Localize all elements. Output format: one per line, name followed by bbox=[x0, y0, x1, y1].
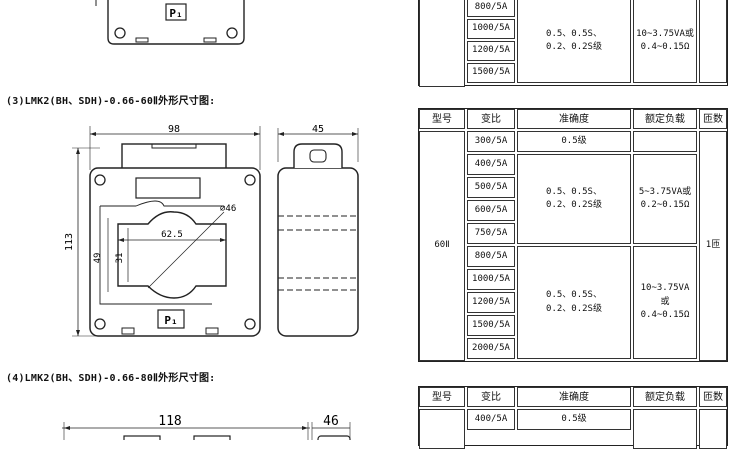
table-60-burden-300 bbox=[633, 131, 697, 152]
drawing-80-partial: 118 46 bbox=[62, 414, 351, 440]
table-60-acc-group3: 0.5、0.5S、 0.2、0.2S级 bbox=[517, 246, 631, 359]
table-header: 变比 bbox=[467, 387, 515, 407]
table-row: 1000/5A bbox=[467, 269, 515, 290]
dim-depth-80: 46 bbox=[323, 414, 339, 429]
table-row: 300/5A bbox=[467, 131, 515, 152]
dim-height-60: 113 bbox=[64, 233, 75, 251]
table-60-burden-group3: 10~3.75VA 或 0.4~0.15Ω bbox=[633, 246, 697, 359]
table-row: 1500/5A bbox=[467, 63, 515, 83]
table-header: 准确度 bbox=[517, 109, 631, 129]
table-60-burden-group2: 5~3.75VA或 0.2~0.15Ω bbox=[633, 154, 697, 244]
table-80-burden bbox=[633, 409, 697, 449]
p1-label-top: P₁ bbox=[169, 7, 182, 20]
table-row: 400/5A bbox=[467, 409, 515, 430]
table-80-turns bbox=[699, 409, 727, 449]
table-header: 型号 bbox=[419, 109, 465, 129]
dim-width-80: 118 bbox=[158, 414, 181, 429]
table-top-model-cell bbox=[419, 0, 465, 87]
dim-window-width-60: 62.5 bbox=[161, 230, 183, 240]
spec-table-top: 800/5A 1000/5A 1200/5A 1500/5A 0.5、0.5S、… bbox=[418, 0, 728, 87]
table-60-acc-300: 0.5级 bbox=[517, 131, 631, 152]
table-header: 变比 bbox=[467, 109, 515, 129]
table-row: 400/5A bbox=[467, 154, 515, 175]
table-header: 型号 bbox=[419, 387, 465, 407]
table-60-acc-group2: 0.5、0.5S、 0.2、0.2S级 bbox=[517, 154, 631, 244]
table-top-accuracy: 0.5、0.5S、 0.2、0.2S级 bbox=[517, 0, 631, 83]
table-row: 600/5A bbox=[467, 200, 515, 221]
heading-60: (3)LMK2(BH、SDH)-0.66-60Ⅱ外形尺寸图: bbox=[6, 96, 216, 107]
table-row: 750/5A bbox=[467, 223, 515, 244]
table-row: 2000/5A bbox=[467, 338, 515, 359]
table-row: 1500/5A bbox=[467, 315, 515, 336]
drawing-top-side-partial bbox=[260, 0, 320, 52]
dim-width-60: 98 bbox=[168, 124, 180, 135]
table-80-model bbox=[419, 409, 465, 449]
table-header: 准确度 bbox=[517, 387, 631, 407]
table-top-burden: 10~3.75VA或 0.4~0.15Ω bbox=[633, 0, 697, 83]
table-header: 匝数 bbox=[699, 109, 727, 129]
drawing-60: 98 113 62.5 49 31 ⌀46 P₁ 45 bbox=[64, 124, 359, 337]
spec-table-80: 型号 变比 准确度 额定负载 匝数 400/5A 0.5级 bbox=[418, 386, 728, 449]
dim-window-height-60: 49 bbox=[93, 253, 103, 264]
table-header: 匝数 bbox=[699, 387, 727, 407]
dim-depth-60: 45 bbox=[312, 124, 324, 135]
spec-table-60: 型号 变比 准确度 额定负载 匝数 60Ⅱ 1匝 300/5A 400/5A 5… bbox=[418, 108, 728, 362]
table-60-model: 60Ⅱ bbox=[419, 131, 465, 361]
table-row: 1000/5A bbox=[467, 19, 515, 39]
dim-inner-height-60: 31 bbox=[115, 253, 125, 264]
table-header: 额定负载 bbox=[633, 109, 697, 129]
table-row: 1200/5A bbox=[467, 292, 515, 313]
table-row: 800/5A bbox=[467, 246, 515, 267]
table-header: 额定负载 bbox=[633, 387, 697, 407]
p1-label-60: P₁ bbox=[164, 314, 177, 327]
dim-hole-dia-60: ⌀46 bbox=[220, 204, 236, 214]
table-top-turns bbox=[699, 0, 727, 83]
heading-80: (4)LMK2(BH、SDH)-0.66-80Ⅱ外形尺寸图: bbox=[6, 373, 216, 384]
table-80-acc-first: 0.5级 bbox=[517, 409, 631, 430]
table-row: 800/5A bbox=[467, 0, 515, 17]
drawing-top-partial: P₁ bbox=[95, 0, 245, 45]
table-row: 500/5A bbox=[467, 177, 515, 198]
table-row: 1200/5A bbox=[467, 41, 515, 61]
table-60-turns: 1匝 bbox=[699, 131, 727, 361]
